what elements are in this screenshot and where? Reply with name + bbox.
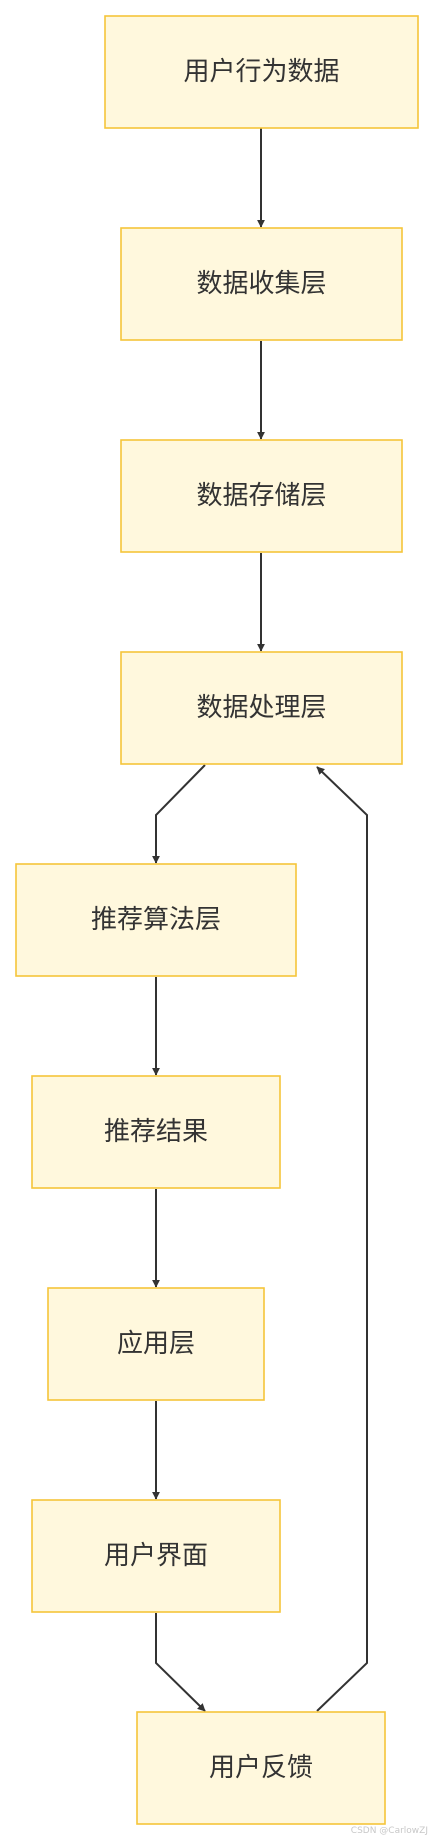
node-label: 用户反馈 [209,1753,313,1783]
edge-data-processing-to-recommendation-algorithm [152,764,206,864]
node-user-interface: 用户界面 [31,1499,281,1613]
edge-line [155,1613,206,1712]
node-label: 数据存储层 [196,481,326,511]
node-box [15,863,297,977]
node-label: 推荐结果 [104,1117,208,1147]
node-box [47,1287,265,1401]
edge-user-interface-to-user-feedback [155,1613,206,1712]
node-recommendation-algorithm: 推荐算法层 [15,863,297,977]
node-label: 用户界面 [104,1541,208,1571]
node-box [31,1075,281,1189]
node-box [104,15,419,129]
node-user-feedback: 用户反馈 [136,1711,386,1825]
node-recommendation-result: 推荐结果 [31,1075,281,1189]
node-label: 应用层 [117,1329,195,1359]
edges-layer [152,128,368,1712]
node-data-collection: 数据收集层 [120,227,403,341]
node-box [120,651,403,765]
node-box [120,439,403,553]
node-data-processing: 数据处理层 [120,651,403,765]
edge-line [316,766,368,1712]
node-box [136,1711,386,1825]
node-label: 数据收集层 [196,269,326,299]
node-label: 推荐算法层 [91,905,221,935]
node-label: 数据处理层 [196,693,326,723]
edge-user-feedback-to-data-processing [316,766,368,1712]
watermark: CSDN @CarlowZJ [350,1826,428,1836]
node-box [120,227,403,341]
node-data-storage: 数据存储层 [120,439,403,553]
node-label: 用户行为数据 [183,57,339,87]
node-application: 应用层 [47,1287,265,1401]
nodes-layer: 用户行为数据 数据收集层 数据存储层 数据处理层 推荐算法层 推荐结果 应用层 [15,15,419,1825]
node-user-behavior-data: 用户行为数据 [104,15,419,129]
node-box [31,1499,281,1613]
edge-line [152,764,206,864]
